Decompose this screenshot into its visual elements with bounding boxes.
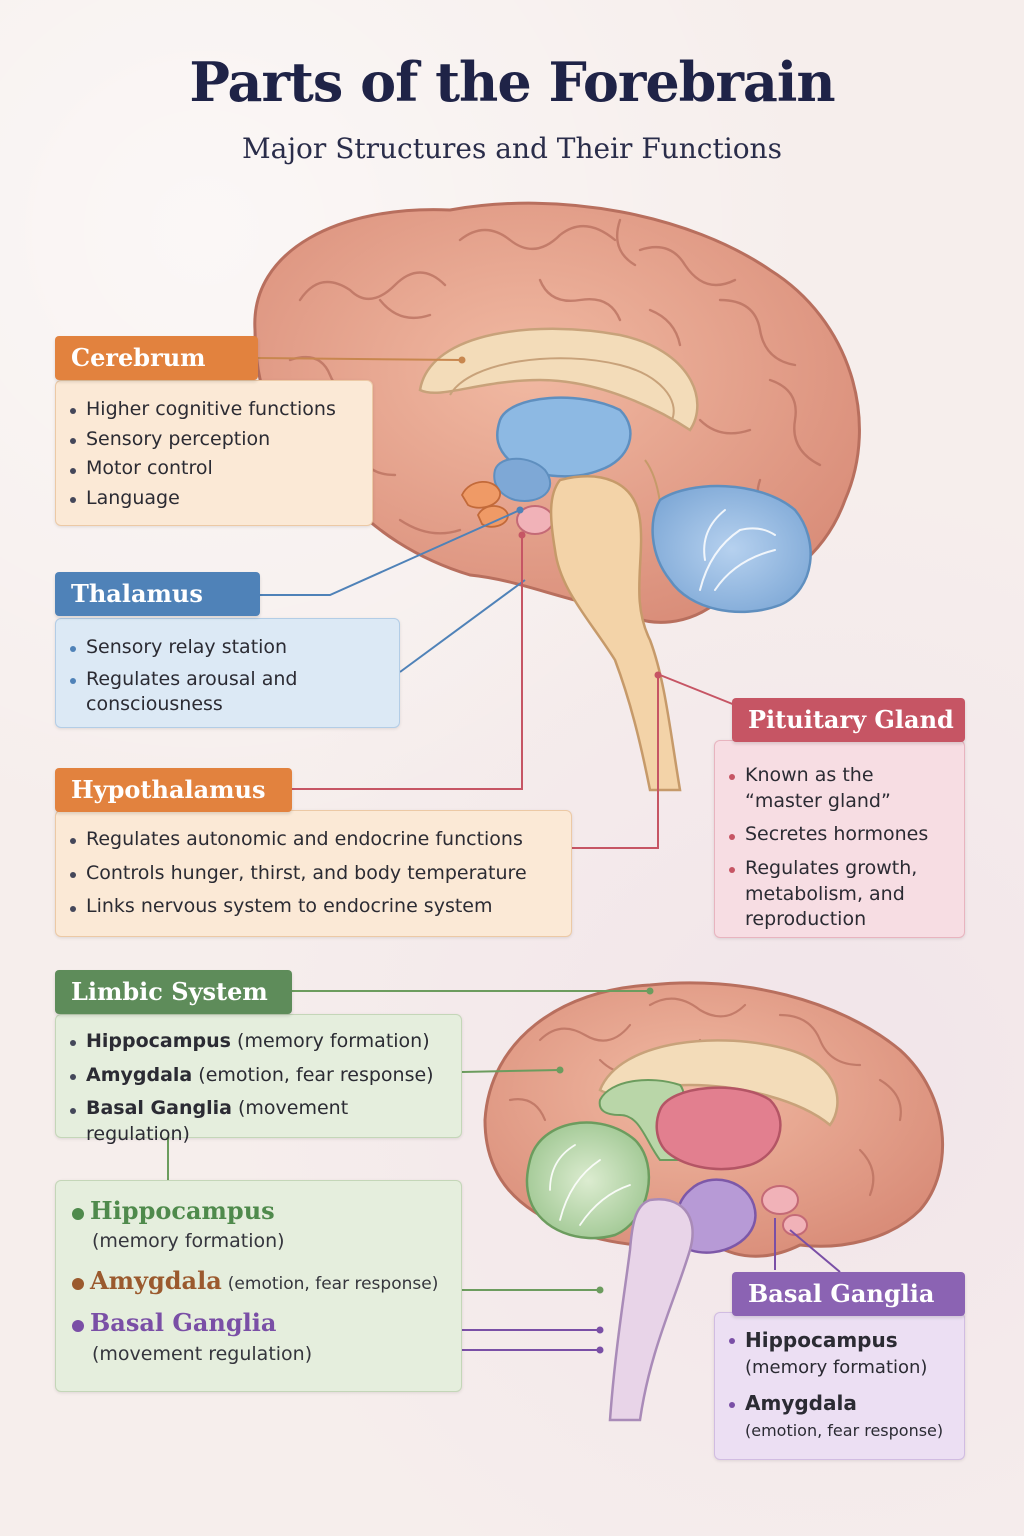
- cerebrum-item: Motor control: [70, 456, 358, 482]
- limbic-detail-note: (memory formation): [92, 1230, 285, 1253]
- bottom-brain: [483, 981, 945, 1422]
- limbic-item: Hippocampus (memory formation): [70, 1029, 447, 1055]
- hypothalamus-item: Regulates autonomic and endocrine functi…: [70, 827, 557, 853]
- limbic-item-note: (memory formation): [237, 1030, 430, 1052]
- green-dot-icon: [72, 1207, 84, 1220]
- limbic-detail-name: Hippocampus: [90, 1196, 275, 1225]
- thalamus-label: Thalamus: [55, 572, 260, 616]
- hypothalamus-label: Hypothalamus: [55, 768, 292, 812]
- basal-ganglia-item: Amygdala (emotion, fear response): [729, 1390, 950, 1443]
- limbic-detail-item: Basal Ganglia: [72, 1307, 445, 1339]
- basal-ganglia-item-name: Hippocampus: [745, 1328, 898, 1352]
- page-title: Parts of the Forebrain: [189, 50, 835, 114]
- cerebrum-item: Language: [70, 486, 358, 512]
- limbic-detail-name: Amygdala: [90, 1266, 222, 1296]
- hypothalamus-item: Links nervous system to endocrine system: [70, 894, 557, 920]
- limbic-detail-note: (emotion, fear response): [227, 1274, 439, 1295]
- limbic-item-note: (emotion, fear response): [198, 1063, 434, 1086]
- pituitary-box: Known as the “master gland” Secretes hor…: [714, 740, 965, 938]
- limbic-box: Hippocampus (memory formation) Amygdala …: [55, 1014, 462, 1145]
- limbic-item-name: Amygdala: [86, 1063, 193, 1086]
- basal-ganglia-item-note: (emotion, fear response): [745, 1420, 944, 1440]
- brown-dot-icon: [72, 1277, 84, 1290]
- thalamus-item: Regulates arousal and consciousness: [70, 667, 320, 718]
- basal-ganglia-label: Basal Ganglia: [732, 1272, 965, 1316]
- cerebrum-box: Higher cognitive functions Sensory perce…: [55, 380, 373, 526]
- limbic-label: Limbic System: [55, 970, 292, 1014]
- leader-dots: [458, 356, 662, 1354]
- basal-ganglia-item-note: (memory formation): [745, 1356, 928, 1378]
- top-brain: [253, 201, 861, 792]
- limbic-detail-item: Hippocampus: [72, 1195, 445, 1227]
- limbic-item-note: (movement regulation): [86, 1097, 349, 1145]
- limbic-item-name: Hippocampus: [86, 1030, 231, 1052]
- cerebrum-label: Cerebrum: [55, 336, 258, 380]
- limbic-item: Basal Ganglia (movement regulation): [70, 1096, 447, 1147]
- hypothalamus-item: Controls hunger, thirst, and body temper…: [70, 861, 557, 887]
- basal-ganglia-item: Hippocampus (memory formation): [729, 1327, 950, 1380]
- leader-lines: [167, 357, 841, 1351]
- limbic-item-name: Basal Ganglia: [86, 1097, 232, 1120]
- pituitary-item: Known as the “master gland”: [729, 763, 909, 814]
- hypothalamus-box: Regulates autonomic and endocrine functi…: [55, 810, 572, 937]
- thalamus-box: Sensory relay station Regulates arousal …: [55, 618, 400, 728]
- basal-ganglia-box: Hippocampus (memory formation) Amygdala …: [714, 1312, 965, 1460]
- limbic-detail-item: Amygdala (emotion, fear response): [72, 1265, 445, 1297]
- page-subtitle: Major Structures and Their Functions: [242, 132, 782, 165]
- pituitary-item: Regulates growth, metabolism, and reprod…: [729, 856, 950, 933]
- purple-dot-icon: [72, 1319, 84, 1332]
- limbic-detail-note: (movement regulation): [92, 1342, 313, 1365]
- limbic-detail-box: Hippocampus (memory formation) Amygdala …: [55, 1180, 462, 1392]
- limbic-item: Amygdala (emotion, fear response): [70, 1063, 447, 1089]
- pituitary-label: Pituitary Gland: [732, 698, 965, 742]
- cerebrum-item: Higher cognitive functions: [70, 397, 358, 423]
- cerebrum-item: Sensory perception: [70, 427, 358, 453]
- limbic-detail-name: Basal Ganglia: [90, 1308, 277, 1338]
- basal-ganglia-item-name: Amygdala: [745, 1391, 857, 1416]
- thalamus-item: Sensory relay station: [70, 635, 385, 661]
- pituitary-item: Secretes hormones: [729, 822, 950, 848]
